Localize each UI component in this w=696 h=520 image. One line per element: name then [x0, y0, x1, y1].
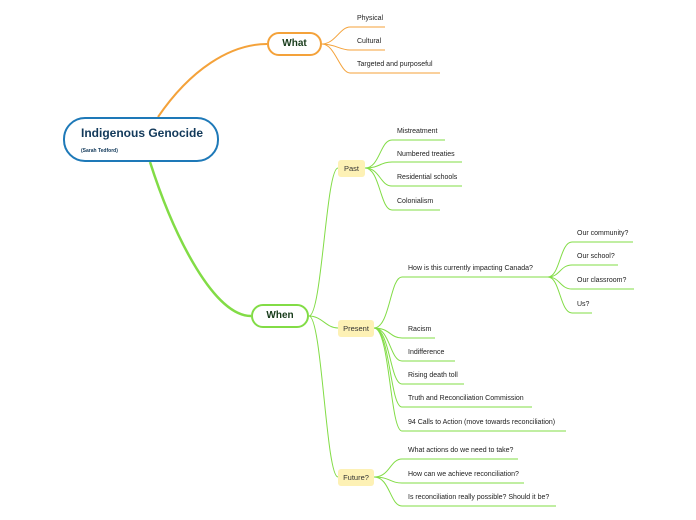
leaf-present-question[interactable]: How is this currently impacting Canada?	[408, 265, 533, 272]
root-title: Indigenous Genocide	[81, 126, 204, 140]
leaf-present-indifference[interactable]: Indifference	[408, 349, 445, 356]
leaf-future-achieve[interactable]: How can we achieve reconciliation?	[408, 471, 519, 478]
leaf-question-school[interactable]: Our school?	[577, 253, 615, 260]
connector-root-when	[148, 161, 252, 318]
connector-root-what	[157, 43, 268, 118]
leaf-past-treaties[interactable]: Numbered treaties	[397, 151, 455, 158]
leaf-question-us[interactable]: Us?	[577, 301, 590, 308]
leaf-what-targeted[interactable]: Targeted and purposeful	[357, 61, 433, 68]
subtopic-present[interactable]: Present	[338, 320, 374, 337]
leaf-future-actions[interactable]: What actions do we need to take?	[408, 447, 514, 454]
root-subtitle: (Sarah Tedford)	[81, 148, 118, 154]
leaf-past-residential-schools[interactable]: Residential schools	[397, 174, 458, 181]
leaf-question-community[interactable]: Our community?	[577, 230, 629, 237]
topic-when[interactable]: When	[251, 304, 309, 328]
what-connectors	[321, 26, 440, 74]
leaf-future-possible[interactable]: Is reconciliation really possible? Shoul…	[408, 494, 550, 501]
leaf-question-classroom[interactable]: Our classroom?	[577, 277, 627, 284]
leaf-present-racism[interactable]: Racism	[408, 326, 432, 333]
leaf-present-94-calls[interactable]: 94 Calls to Action (move towards reconci…	[408, 419, 556, 426]
leaf-past-mistreatment[interactable]: Mistreatment	[397, 128, 438, 135]
subtopic-past[interactable]: Past	[338, 160, 365, 177]
leaf-what-physical[interactable]: Physical	[357, 15, 384, 22]
when-connectors	[308, 139, 634, 507]
leaf-past-colonialism[interactable]: Colonialism	[397, 198, 434, 205]
leaf-present-death-toll[interactable]: Rising death toll	[408, 372, 458, 379]
leaf-what-cultural[interactable]: Cultural	[357, 38, 382, 45]
root-topic[interactable]: Indigenous Genocide (Sarah Tedford)	[63, 117, 219, 162]
topic-what[interactable]: What	[267, 32, 322, 56]
subtopic-future[interactable]: Future?	[338, 469, 374, 486]
leaf-present-trc[interactable]: Truth and Reconciliation Commission	[408, 395, 524, 402]
